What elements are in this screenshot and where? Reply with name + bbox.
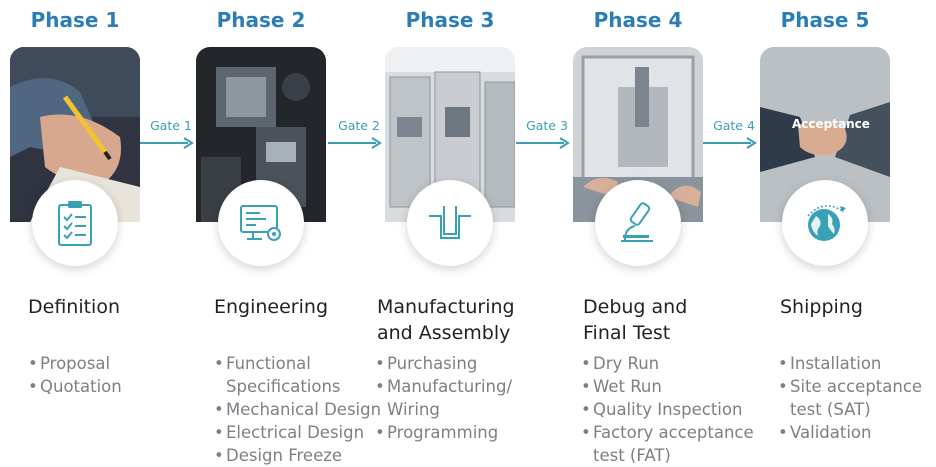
phase-name-line: Final Test [583,322,671,344]
right-arrow-icon [703,137,757,149]
bullet-item: Validation [778,421,936,444]
gate-1: Gate 1 [140,118,196,152]
bullet-item: Programming [375,421,555,444]
gate-label: Gate 1 [150,118,192,133]
right-arrow-icon [516,137,570,149]
bullet-item-continued: test (FAT) [593,446,671,465]
bullet-item: Manufacturing/ [375,375,555,398]
phase-name-line: Definition [28,296,121,318]
bullet-item: Electrical Design [214,421,394,444]
phase-name: Definition [28,294,203,320]
gate-4: Gate 4 [703,118,759,152]
phase-name: Shipping [780,294,936,320]
gate-2: Gate 2 [328,118,384,152]
phase-title: Phase 5 [780,8,870,32]
right-arrow-icon [140,137,194,149]
gate-3: Gate 3 [516,118,572,152]
phase-bullets: Proposal Quotation [28,352,208,398]
handshake-photo [760,47,890,222]
phase-name-line: Shipping [780,296,863,318]
microscope-icon [621,202,653,242]
icon-circle [595,180,681,266]
gate-label: Gate 2 [338,118,380,133]
globe-plane-icon [807,205,846,241]
gate-label: Gate 4 [713,118,755,133]
right-arrow-icon [328,137,382,149]
phase-title: Phase 3 [405,8,495,32]
bullet-item: Site acceptance [778,375,936,398]
phase-name: Engineering [214,294,389,320]
phase-name: Manufacturing and Assembly [377,294,552,346]
icon-circle [782,180,868,266]
gate-label: Gate 3 [526,118,568,133]
clipboard-checklist-icon [58,201,92,246]
factory-cabinets-photo [385,47,515,222]
icon-circle [407,180,493,266]
bullet-item: Quality Inspection [581,398,761,421]
phase-title: Phase 2 [216,8,306,32]
bullet-item: Wet Run [581,375,761,398]
phase-name-line: Debug and [583,296,688,318]
phase-title: Phase 1 [30,8,120,32]
phase-name-line: and Assembly [377,322,511,344]
bullet-item: Proposal [28,352,208,375]
bullet-item-continued: test (SAT) [790,400,871,419]
bullet-item: Purchasing [375,352,555,375]
phase-name: Debug and Final Test [583,294,758,346]
phase-title: Phase 4 [593,8,683,32]
bullet-item-continued: Wiring [387,400,440,419]
phase-name-line: Manufacturing [377,296,515,318]
phase-bullets: Dry Run Wet Run Quality Inspection Facto… [581,352,761,467]
bullet-item: Installation [778,352,936,375]
phase-name-line: Engineering [214,296,328,318]
icon-circle [218,180,304,266]
acceptance-label: Acceptance [792,117,870,131]
bracket-channel-icon [429,206,471,239]
phase-bullets: Purchasing Manufacturing/ Wiring Program… [375,352,555,444]
phase-bullets: Installation Site acceptance test (SAT) … [778,352,936,444]
icon-circle [32,180,118,266]
bullet-item: Factory acceptance [581,421,761,444]
phase-bullets: Functional Specifications Mechanical Des… [214,352,394,467]
bullet-item-continued: Specifications [226,377,341,396]
bullet-item: Functional [214,352,394,375]
bullet-item: Mechanical Design [214,398,394,421]
bullet-item: Quotation [28,375,208,398]
bullet-item: Design Freeze [214,444,394,467]
bullet-item: Dry Run [581,352,761,375]
computer-gear-icon [240,205,281,241]
